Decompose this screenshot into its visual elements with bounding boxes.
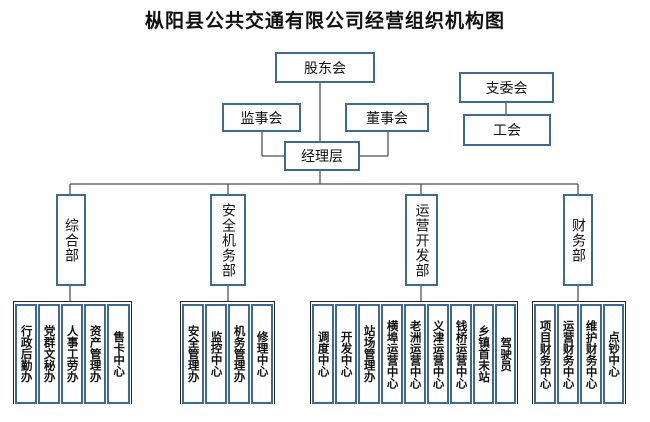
unit-monitoring-center: 监控中心 (205, 304, 227, 404)
chart-title: 枞阳县公共交通有限公司经营组织机构图 (144, 10, 505, 32)
unit-station-management: 站场管理办 (358, 304, 380, 404)
bracket-operations-development (310, 301, 518, 404)
unit-maintenance-finance: 维护财务中心 (580, 304, 602, 404)
node-supervisors: 监事会 (222, 103, 301, 132)
bracket-safety-maintenance (180, 301, 275, 404)
node-management: 经理层 (284, 141, 360, 171)
unit-dispatch-center: 调度中心 (312, 304, 334, 404)
unit-repair-center: 修理中心 (251, 304, 273, 404)
node-shareholders: 股东会 (275, 52, 375, 83)
unit-hengbu-operations: 横埠运营中心 (381, 304, 403, 404)
unit-township-terminals: 乡镇首末站 (473, 304, 494, 404)
bracket-general-affairs (13, 301, 132, 404)
node-union: 工会 (463, 114, 551, 146)
unit-party-secretariat: 党群文秘办 (38, 304, 60, 404)
unit-laozhou-operations: 老洲运营中心 (404, 304, 426, 404)
node-board: 董事会 (345, 103, 429, 132)
unit-asset-management: 资产管理办 (84, 304, 106, 404)
unit-hr-labor: 人事工劳办 (61, 304, 83, 404)
dept-safety-maintenance: 安全机务部 (210, 194, 246, 286)
bracket-finance (532, 301, 626, 404)
unit-vehicle-management: 机务管理办 (228, 304, 250, 404)
unit-development-center: 开发中心 (335, 304, 357, 404)
unit-admin-logistics: 行政后勤办 (15, 304, 37, 404)
unit-operations-finance: 运营财务中心 (557, 304, 579, 404)
unit-yijin-operations: 义津运营中心 (427, 304, 449, 404)
unit-qianqiao-operations: 钱桥运营中心 (450, 304, 472, 404)
unit-cash-counting: 点钞中心 (603, 304, 624, 404)
dept-operations-development: 运营开发部 (405, 194, 438, 286)
unit-project-finance: 项目财务中心 (534, 304, 556, 404)
unit-card-sales-center: 售卡中心 (107, 304, 130, 404)
node-branch-committee: 支委会 (459, 72, 554, 103)
dept-general-affairs: 综合部 (56, 194, 86, 286)
unit-drivers: 驾驶员 (495, 304, 516, 404)
dept-finance: 财务部 (563, 194, 593, 286)
unit-safety-management: 安全管理办 (182, 304, 204, 404)
